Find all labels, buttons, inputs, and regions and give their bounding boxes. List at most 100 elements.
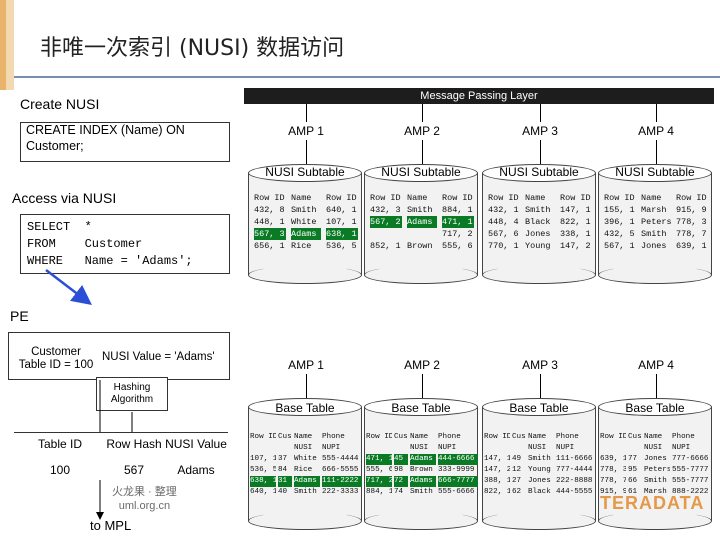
to-mpl-label: to MPL xyxy=(90,518,132,533)
table-cell: 448, 4 xyxy=(488,217,519,227)
amp-bottom-3: AMP 3 xyxy=(522,358,558,372)
table-cell: White xyxy=(291,217,317,227)
table-cell: 640, 1 xyxy=(250,488,276,496)
table-cell: Brown xyxy=(407,241,433,251)
amp-top-2: AMP 2 xyxy=(404,124,440,138)
table-cell: 567, 6 xyxy=(488,229,519,239)
create-nusi-heading: Create NUSI xyxy=(20,96,100,112)
table-cell: 777-4444 xyxy=(556,466,593,474)
table-cell: 555, 6 xyxy=(442,241,473,251)
table-cell: 717, 2 xyxy=(442,229,473,239)
table-cell: Row ID xyxy=(604,193,635,203)
table-cell: Adams xyxy=(407,216,437,228)
table-cell: NUPI xyxy=(438,444,457,452)
table-cell xyxy=(250,443,276,454)
table-cell: Cust xyxy=(628,433,642,441)
table-cell: 666-7777 xyxy=(438,476,478,487)
table-cell: 555-6666 xyxy=(438,488,475,496)
nusi-subtable-label: NUSI Subtable xyxy=(499,165,579,179)
table-cell: 155, 1 xyxy=(604,205,635,215)
table-cell: 66 xyxy=(628,477,638,485)
table-cell: 778, 7 xyxy=(600,477,626,485)
table-cell: Brown xyxy=(410,466,433,474)
base-table-grid: Row IDCustNamePhoneNUSINUPI471, 145Adams… xyxy=(366,432,478,498)
table-cell: NUSI xyxy=(294,444,313,452)
table-cell: Smith xyxy=(525,205,551,215)
table-cell: 888-2222 xyxy=(672,488,709,496)
nusi-subtable-label: NUSI Subtable xyxy=(381,165,461,179)
table-cell: Name xyxy=(641,193,662,203)
table-cell: Jones xyxy=(641,241,667,251)
table-cell: 27 xyxy=(512,477,522,485)
table-cell: Name xyxy=(644,433,663,441)
table-cell: 448, 1 xyxy=(254,217,285,227)
table-cell: 432, 8 xyxy=(254,205,285,215)
amp-top-1: AMP 1 xyxy=(288,124,324,138)
table-cell: Adams xyxy=(294,476,320,487)
message-passing-layer: Message Passing Layer xyxy=(244,88,714,104)
table-row: Row IDCustNamePhone xyxy=(484,432,596,443)
base-table-grid: Row IDCustNamePhoneNUSINUPI639, 177Jones… xyxy=(600,432,712,498)
table-cell: 147, 1 xyxy=(560,205,591,215)
table-cell: Row ID xyxy=(560,193,591,203)
table-cell: 567, 3 xyxy=(254,228,286,240)
table-cell: 778, 7 xyxy=(676,229,707,239)
table-cell: 107, 1 xyxy=(250,455,276,463)
table-cell: 555, 6 xyxy=(366,466,392,474)
table-cell: Rice xyxy=(294,466,313,474)
table-cell: 147, 2 xyxy=(484,466,510,474)
table-cell: 72 xyxy=(394,476,408,487)
table-cell: NUPI xyxy=(322,444,341,452)
table-cell: 37 xyxy=(278,455,288,463)
table-cell: Adams xyxy=(291,228,321,240)
table-cell: Phone xyxy=(438,433,461,441)
table-cell: Name xyxy=(525,193,546,203)
table-cell xyxy=(366,443,392,454)
table-cell: 444-5555 xyxy=(556,488,593,496)
base-table-label: Base Table xyxy=(625,401,685,415)
table-cell: 822, 1 xyxy=(560,217,591,227)
table-cell: 656, 1 xyxy=(254,241,285,251)
table-cell: Phone xyxy=(322,433,345,441)
table-cell: Row ID xyxy=(488,193,519,203)
page-title: 非唯一次索引 (NUSI) 数据访问 xyxy=(40,36,345,61)
table-cell: Jones xyxy=(644,455,667,463)
table-cell: 74 xyxy=(394,488,404,496)
table-cell: 147, 1 xyxy=(484,455,510,463)
table-cell: 567, 1 xyxy=(604,241,635,251)
table-cell: 222-3333 xyxy=(322,488,359,496)
table-cell: Smith xyxy=(644,477,667,485)
table-row: NUSI NUPI xyxy=(250,443,362,454)
table-cell: NUSI xyxy=(410,444,429,452)
table-cell: 84 xyxy=(278,466,288,474)
table-cell: 555-4444 xyxy=(322,455,359,463)
table-cell: 444-6666 xyxy=(438,454,478,465)
table-cell: 61 xyxy=(628,488,638,496)
table-cell: Young xyxy=(525,241,551,251)
create-nusi-box xyxy=(20,122,230,162)
amp-bottom-link-2 xyxy=(422,374,423,398)
table-cell: White xyxy=(294,455,317,463)
table-cell: Adams xyxy=(410,476,436,487)
